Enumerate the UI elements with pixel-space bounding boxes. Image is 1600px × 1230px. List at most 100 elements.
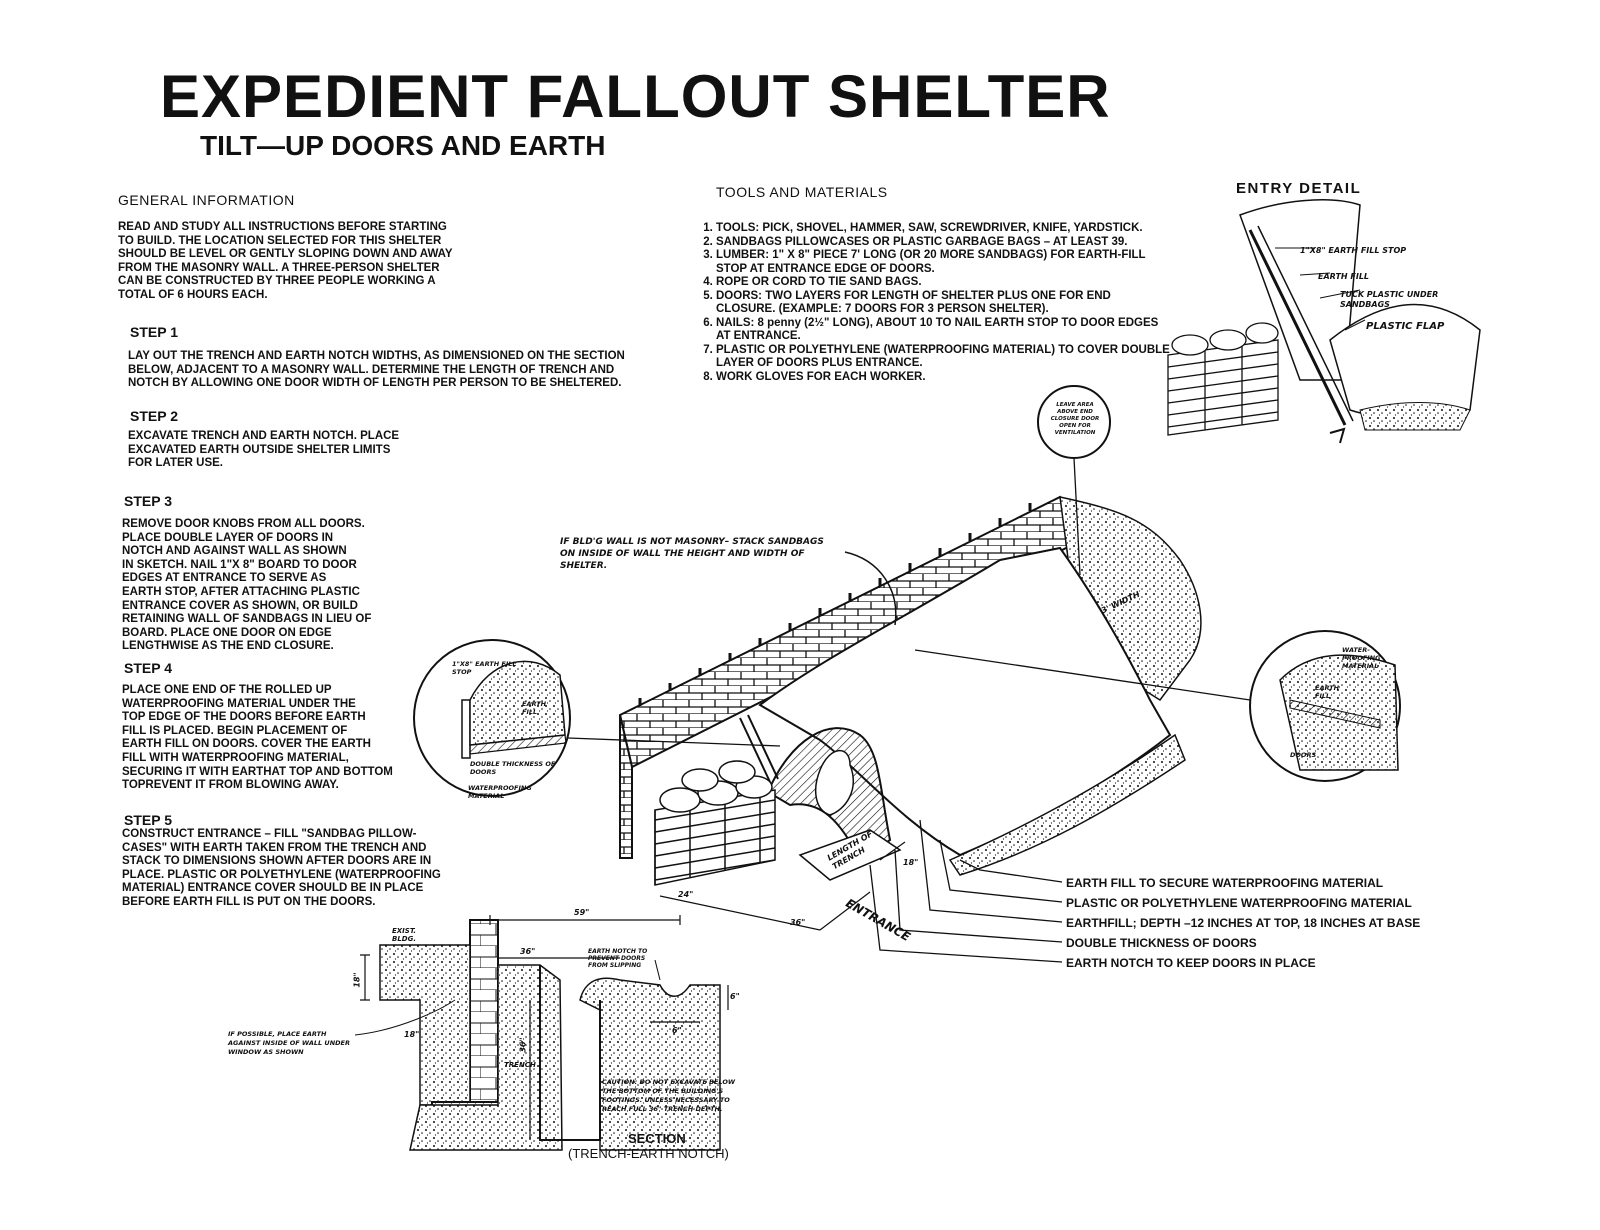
shelter-perspective xyxy=(618,495,1202,931)
step-1-text: LAY OUT THE TRENCH AND EARTH NOTCH WIDTH… xyxy=(128,350,708,391)
detail-circle-ventilation xyxy=(1037,385,1111,576)
step-4-text: PLACE ONE END OF THE ROLLED UP WATERPROO… xyxy=(122,684,432,793)
step-line: MATERIAL) ENTRANCE COVER SHOULD BE IN PL… xyxy=(122,882,424,895)
step-1-heading: STEP 1 xyxy=(130,324,178,340)
entry-detail-sketch xyxy=(1167,199,1481,444)
step-5-heading: STEP 5 xyxy=(124,812,172,828)
step-5-text: CONSTRUCT ENTRANCE – FILL "SANDBAG PILLO… xyxy=(122,828,502,910)
general-line: READ AND STUDY ALL INSTRUCTIONS BEFORE S… xyxy=(118,221,447,233)
tools-item: PLASTIC OR POLYETHYLENE (WATERPROOFING M… xyxy=(716,344,1170,371)
legend-item: DOUBLE THICKNESS OF DOORS xyxy=(1066,936,1257,950)
step-line: FILL IS PLACED. BEGIN PLACEMENT OF xyxy=(122,724,348,737)
step-line: PLACE ONE END OF THE ROLLED UP xyxy=(122,684,332,696)
step-line: EXCAVATE TRENCH AND EARTH NOTCH. PLACE xyxy=(128,430,400,442)
general-information-heading: GENERAL INFORMATION xyxy=(118,192,295,208)
legend-item: EARTH FILL TO SECURE WATERPROOFING MATER… xyxy=(1066,876,1384,890)
earth-side-section xyxy=(409,964,563,1151)
step-line: WATERPROOFING MATERIAL UNDER THE xyxy=(122,697,356,710)
step-line: REMOVE DOOR KNOBS FROM ALL DOORS. xyxy=(122,518,365,530)
tools-item: SANDBAGS PILLOWCASES OR PLASTIC GARBAGE … xyxy=(716,236,1170,250)
step-line: PLACE. PLASTIC OR POLYETHYLENE (WATERPRO… xyxy=(122,868,441,881)
masonry-note: IF BLD'G WALL IS NOT MASONRY– STACK SAND… xyxy=(560,537,824,571)
section-dim-18-side: 18" xyxy=(352,972,362,988)
trench-side-earth-section xyxy=(579,977,721,1151)
step-line: BEFORE EARTH FILL IS PUT ON THE DOORS. xyxy=(122,895,376,908)
entry-detail-heading: ENTRY DETAIL xyxy=(1236,180,1362,197)
general-line: CAN BE CONSTRUCTED BY THREE PEOPLE WORKI… xyxy=(118,275,436,288)
caution-note: CAUTION: DO NOT EXCAVATE BELOW THE BOTTO… xyxy=(602,1078,736,1113)
step-2-text: EXCAVATE TRENCH AND EARTH NOTCH. PLACE E… xyxy=(128,430,448,471)
trench-label: TRENCH xyxy=(504,1061,536,1069)
entrance-sandbags xyxy=(654,760,776,886)
step-line: FOR LATER USE. xyxy=(128,457,223,470)
tools-item: TOOLS: PICK, SHOVEL, HAMMER, SAW, SCREWD… xyxy=(716,222,1170,236)
step-line: EARTH FILL ON DOORS. COVER THE EARTH xyxy=(122,738,371,751)
tools-item: ROPE OR CORD TO TIE SAND BAGS. xyxy=(716,276,1170,290)
legend-item: EARTHFILL; DEPTH –12 INCHES AT TOP, 18 I… xyxy=(1066,916,1421,930)
entry-label: TUCK PLASTIC UNDER SANDBAGS xyxy=(1340,290,1439,309)
section-dim-6-right: 6" xyxy=(730,992,740,1001)
section-dim-18-bottom: 18" xyxy=(404,1030,420,1039)
notch-note: EARTH NOTCH TO PREVENT DOORS FROM SLIPPI… xyxy=(588,948,648,969)
general-information-text: READ AND STUDY ALL INSTRUCTIONS BEFORE S… xyxy=(118,221,538,303)
step-4-heading: STEP 4 xyxy=(124,660,172,676)
legend-item: EARTH NOTCH TO KEEP DOORS IN PLACE xyxy=(1066,956,1316,970)
step-line: NOTCH AND AGAINST WALL AS SHOWN xyxy=(122,545,347,558)
earth-fill-base xyxy=(948,733,1186,876)
step-line: STACK TO DIMENSIONS SHOWN AFTER DOORS AR… xyxy=(122,855,432,868)
step-line: CASES" WITH EARTH TAKEN FROM THE TRENCH … xyxy=(122,841,427,854)
masonry-wall-end xyxy=(619,714,633,859)
waterproofing-label: WATERPROOFING MATERIAL xyxy=(468,784,532,800)
masonry-callout-line xyxy=(844,551,897,626)
dim-36-label: 36" xyxy=(790,918,806,927)
earth-stop-label: 1"x8" EARTH FILL STOP xyxy=(452,660,517,676)
step-line: TOP EDGE OF THE DOORS BEFORE EARTH xyxy=(122,711,366,724)
step-line: CONSTRUCT ENTRANCE – FILL "SANDBAG PILLO… xyxy=(122,828,417,840)
step-line: BOARD. PLACE ONE DOOR ON EDGE xyxy=(122,626,332,639)
entry-label: EARTH FILL xyxy=(1318,272,1370,281)
general-line: TOTAL OF 6 HOURS EACH. xyxy=(118,288,268,301)
right-earth-fill-label: EARTH FILL xyxy=(1315,684,1340,700)
tools-item: WORK GLOVES FOR EACH WORKER. xyxy=(716,371,1170,385)
tools-heading: TOOLS AND MATERIALS xyxy=(716,184,888,200)
step-line: PLACE DOUBLE LAYER OF DOORS IN xyxy=(122,531,334,544)
step-line: NOTCH BY ALLOWING ONE DOOR WIDTH OF LENG… xyxy=(128,377,622,390)
tools-item: LUMBER: 1" X 8" PIECE 7' LONG (OR 20 MOR… xyxy=(716,249,1170,276)
ventilation-note: LEAVE AREA ABOVE END CLOSURE DOOR OPEN F… xyxy=(1050,402,1100,436)
exist-bldg-label: EXIST. BLDG. xyxy=(392,927,417,943)
entry-label: 1"x8" EARTH FILL STOP xyxy=(1300,246,1407,255)
legend-item: PLASTIC OR POLYETHYLENE WATERPROOFING MA… xyxy=(1066,896,1412,910)
detail-circle-left xyxy=(413,639,781,797)
general-line: FROM THE MASONRY WALL. A THREE-PERSON SH… xyxy=(118,261,440,274)
step-line: IN SKETCH. NAIL 1"x 8" BOARD TO DOOR xyxy=(122,558,357,571)
tools-item: DOORS: TWO LAYERS FOR LENGTH OF SHELTER … xyxy=(716,290,1170,317)
section-dim-6-bottom: 6" xyxy=(672,1026,682,1035)
dim-18-label: 18" xyxy=(903,858,919,867)
tools-item: NAILS: 8 penny (2½" LONG), ABOUT 10 TO N… xyxy=(716,317,1170,344)
step-line: FILL WITH WATERPROOFING MATERIAL, xyxy=(122,751,349,764)
page-title: EXPEDIENT FALLOUT SHELTER xyxy=(160,63,1111,130)
general-line: TO BUILD. THE LOCATION SELECTED FOR THIS… xyxy=(118,234,442,247)
interior-earth-section xyxy=(379,944,471,1106)
step-3-heading: STEP 3 xyxy=(124,493,172,509)
place-earth-note: IF POSSIBLE, PLACE EARTH AGAINST INSIDE … xyxy=(228,1030,350,1056)
step-3-text: REMOVE DOOR KNOBS FROM ALL DOORS. PLACE … xyxy=(122,518,422,654)
step-line: TOPREVENT IT FROM BLOWING AWAY. xyxy=(122,779,339,792)
entry-label: PLASTIC FLAP xyxy=(1366,321,1445,332)
step-line: EDGES AT ENTRANCE TO SERVE AS xyxy=(122,572,327,585)
step-line: LAY OUT THE TRENCH AND EARTH NOTCH WIDTH… xyxy=(128,350,625,362)
earth-fill-label: EARTH FILL xyxy=(522,700,547,716)
step-line: EARTH STOP, AFTER ATTACHING PLASTIC xyxy=(122,585,360,598)
step-line: ENTRANCE COVER AS SHOWN, OR BUILD xyxy=(122,599,358,612)
section-subtitle: (TRENCH-EARTH NOTCH) xyxy=(568,1146,729,1161)
step-line: RETAINING WALL OF SANDBAGS IN LIEU OF xyxy=(122,613,372,626)
page-subtitle: TILT—UP DOORS AND EARTH xyxy=(200,130,606,161)
section-title: SECTION xyxy=(628,1131,686,1146)
waterproofing-sheet xyxy=(758,546,1172,857)
step-line: BELOW, ADJACENT TO A MASONRY WALL. DETER… xyxy=(128,363,615,376)
section-dim-59: 59" xyxy=(574,908,590,917)
section-dim-36-top: 36" xyxy=(520,947,536,956)
step-line: EXCAVATED EARTH OUTSIDE SHELTER LIMITS xyxy=(128,443,391,456)
tools-list: TOOLS: PICK, SHOVEL, HAMMER, SAW, SCREWD… xyxy=(700,222,1170,384)
